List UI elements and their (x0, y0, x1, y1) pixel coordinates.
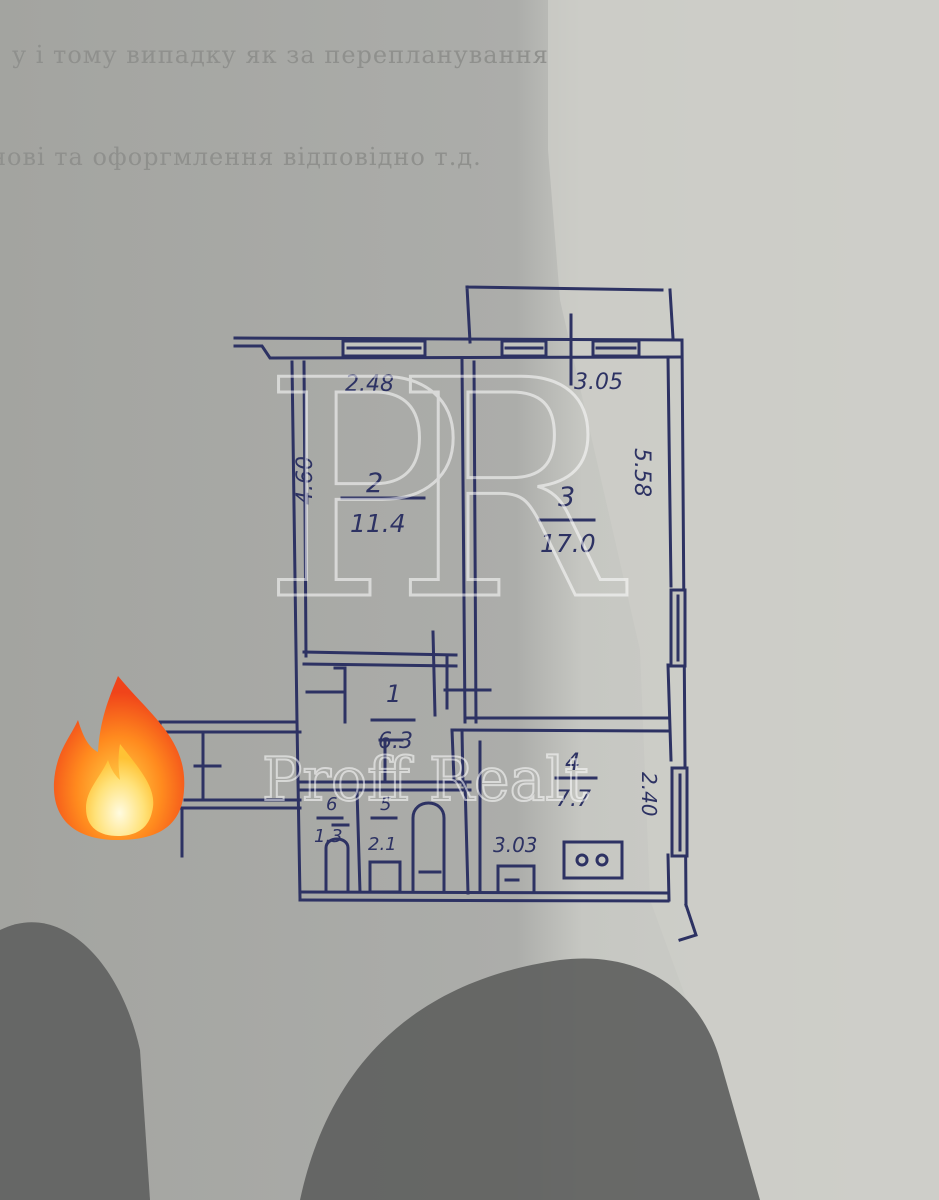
dim-room3-width: 3.05 (574, 370, 623, 395)
header-line-1: у і тому випадку як за перепланування (12, 41, 549, 69)
stove (562, 840, 624, 880)
light-patch (548, 0, 939, 1200)
dim-room2-width: 2.48 (345, 372, 394, 397)
room-2-area: 11.4 (350, 509, 406, 538)
room2-bottom-wall (302, 650, 458, 668)
room-4-area: 7.7 (556, 787, 591, 812)
room2-left-wall (290, 360, 308, 724)
kitchen-top-wall (450, 716, 670, 733)
bottom-wall (298, 890, 670, 903)
room-1-area: 6.3 (378, 729, 413, 754)
kitchen-counter (496, 864, 536, 894)
fire-emoji-icon (53, 676, 185, 840)
room-4-number: 4 (565, 748, 580, 776)
dim-kitchen-width: 3.03 (493, 833, 538, 857)
balcony (465, 285, 675, 344)
room-3-area: 17.0 (540, 529, 596, 558)
room-5-area: 2.1 (368, 834, 397, 855)
bathtub (411, 801, 446, 894)
room-labels: 2 11.4 3 17.0 1 6.3 4 7.7 5 2.1 6 1.3 2.… (293, 370, 661, 857)
watermark-text: Proff Realt (262, 745, 589, 815)
floor-plan (158, 285, 698, 942)
hand-shadow-left (0, 922, 150, 1200)
dim-room2-length: 4.60 (293, 456, 318, 505)
room-6-area: 1.3 (314, 826, 343, 847)
room-5-number: 5 (380, 794, 391, 815)
room-2-number: 2 (366, 468, 383, 499)
room-3-number: 3 (558, 482, 575, 513)
header-line-2: нові та офоргмлення відповідно т.д. (0, 143, 482, 171)
room-6-number: 6 (326, 794, 337, 815)
dim-kitchen-length: 2.40 (637, 772, 661, 817)
toilet (324, 837, 350, 894)
room-1-number: 1 (386, 680, 401, 708)
partition-2-3 (460, 358, 478, 724)
dim-room3-length: 5.58 (629, 448, 654, 497)
hand-shadow-right (300, 958, 760, 1200)
